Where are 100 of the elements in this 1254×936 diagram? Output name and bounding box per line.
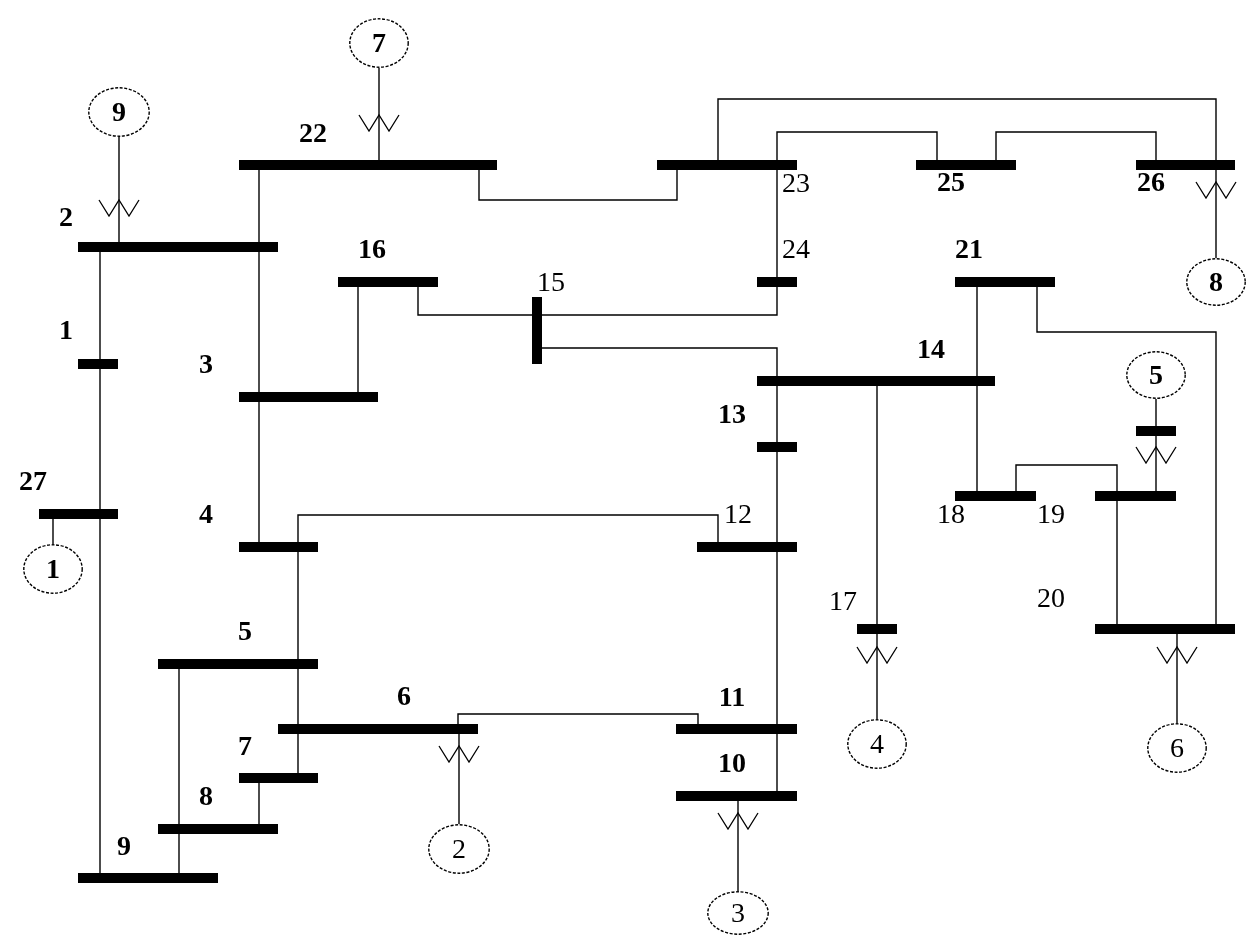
source-node: 7 [349,18,409,68]
busbar [239,160,497,170]
busbar [1095,624,1235,634]
power-line [541,286,778,316]
busbar [1136,426,1176,436]
busbar [278,724,478,734]
source-node: 4 [847,719,907,769]
busbar [676,724,797,734]
power-line [118,136,120,243]
power-line [297,551,299,660]
power-line [1215,169,1217,259]
power-line [297,733,299,774]
power-line [178,668,180,825]
power-line [995,131,1157,161]
power-line [1015,464,1118,492]
power-line [478,169,678,201]
bus-number: 21 [955,237,983,261]
busbar [338,277,438,287]
power-line [776,451,778,543]
busbar [676,791,797,801]
bus-number: 18 [937,502,965,526]
bus-number: 14 [917,337,945,361]
power-line [99,518,101,874]
bus-number: 19 [1037,502,1065,526]
busbar [532,297,542,364]
power-line [378,67,380,161]
busbar [1095,491,1176,501]
power-line [1116,500,1118,625]
busbar [158,824,278,834]
power-line [178,833,180,874]
power-line [976,286,978,377]
power-line [99,251,101,360]
power-line [457,713,699,725]
bus-number: 13 [718,402,746,426]
bus-number: 2 [59,205,73,229]
bus-number: 5 [238,619,252,643]
power-line [776,169,778,278]
power-line [1036,286,1217,625]
bus-number: 12 [724,502,752,526]
power-line [52,518,54,545]
busbar [39,509,118,519]
power-line [1155,398,1157,427]
source-node: 9 [88,87,150,137]
source-node: 3 [707,891,769,935]
busbar [916,160,1016,170]
power-line [258,169,260,243]
power-line [258,401,260,543]
source-node: 8 [1186,258,1246,306]
bus-number: 11 [718,685,746,709]
power-line [1176,633,1178,724]
power-line [297,668,299,725]
busbar [697,542,797,552]
bus-number: 20 [1037,586,1065,610]
busbar [78,873,218,883]
power-line [417,286,533,316]
power-line [876,633,878,720]
power-line [737,800,739,892]
busbar [158,659,318,669]
busbar [239,542,318,552]
power-line [776,385,778,443]
bus-number: 23 [782,171,810,195]
power-line [357,286,359,393]
busbar [657,160,797,170]
power-line [776,131,938,161]
bus-number: 22 [299,121,327,145]
bus-number: 1 [59,318,73,342]
bus-number: 24 [782,237,810,261]
bus-number: 10 [718,751,746,775]
busbar [757,277,797,287]
bus-number: 7 [238,734,252,758]
bus-number: 8 [199,784,213,808]
power-line [717,98,1217,161]
bus-number: 16 [358,237,386,261]
bus-number: 25 [937,170,965,194]
bus-number: 9 [117,834,131,858]
power-line [458,733,460,825]
bus-number: 15 [537,270,565,294]
busbar [78,242,278,252]
power-line [876,385,878,625]
bus-number: 17 [829,589,857,613]
busbar [78,359,118,369]
busbar [239,392,378,402]
power-line [776,733,778,792]
bus-number: 4 [199,502,213,526]
power-line [258,782,260,825]
power-line [99,368,101,510]
power-line [541,347,778,377]
busbar [757,376,995,386]
source-node: 1 [23,544,83,594]
bus-number: 3 [199,352,213,376]
busbar [757,442,797,452]
busbar [857,624,897,634]
busbar [239,773,318,783]
bus-number: 26 [1137,170,1165,194]
source-node: 6 [1147,723,1207,773]
power-line [1155,435,1157,492]
source-node: 5 [1126,351,1186,399]
power-line [976,385,978,492]
source-node: 2 [428,824,490,874]
busbar [955,491,1036,501]
